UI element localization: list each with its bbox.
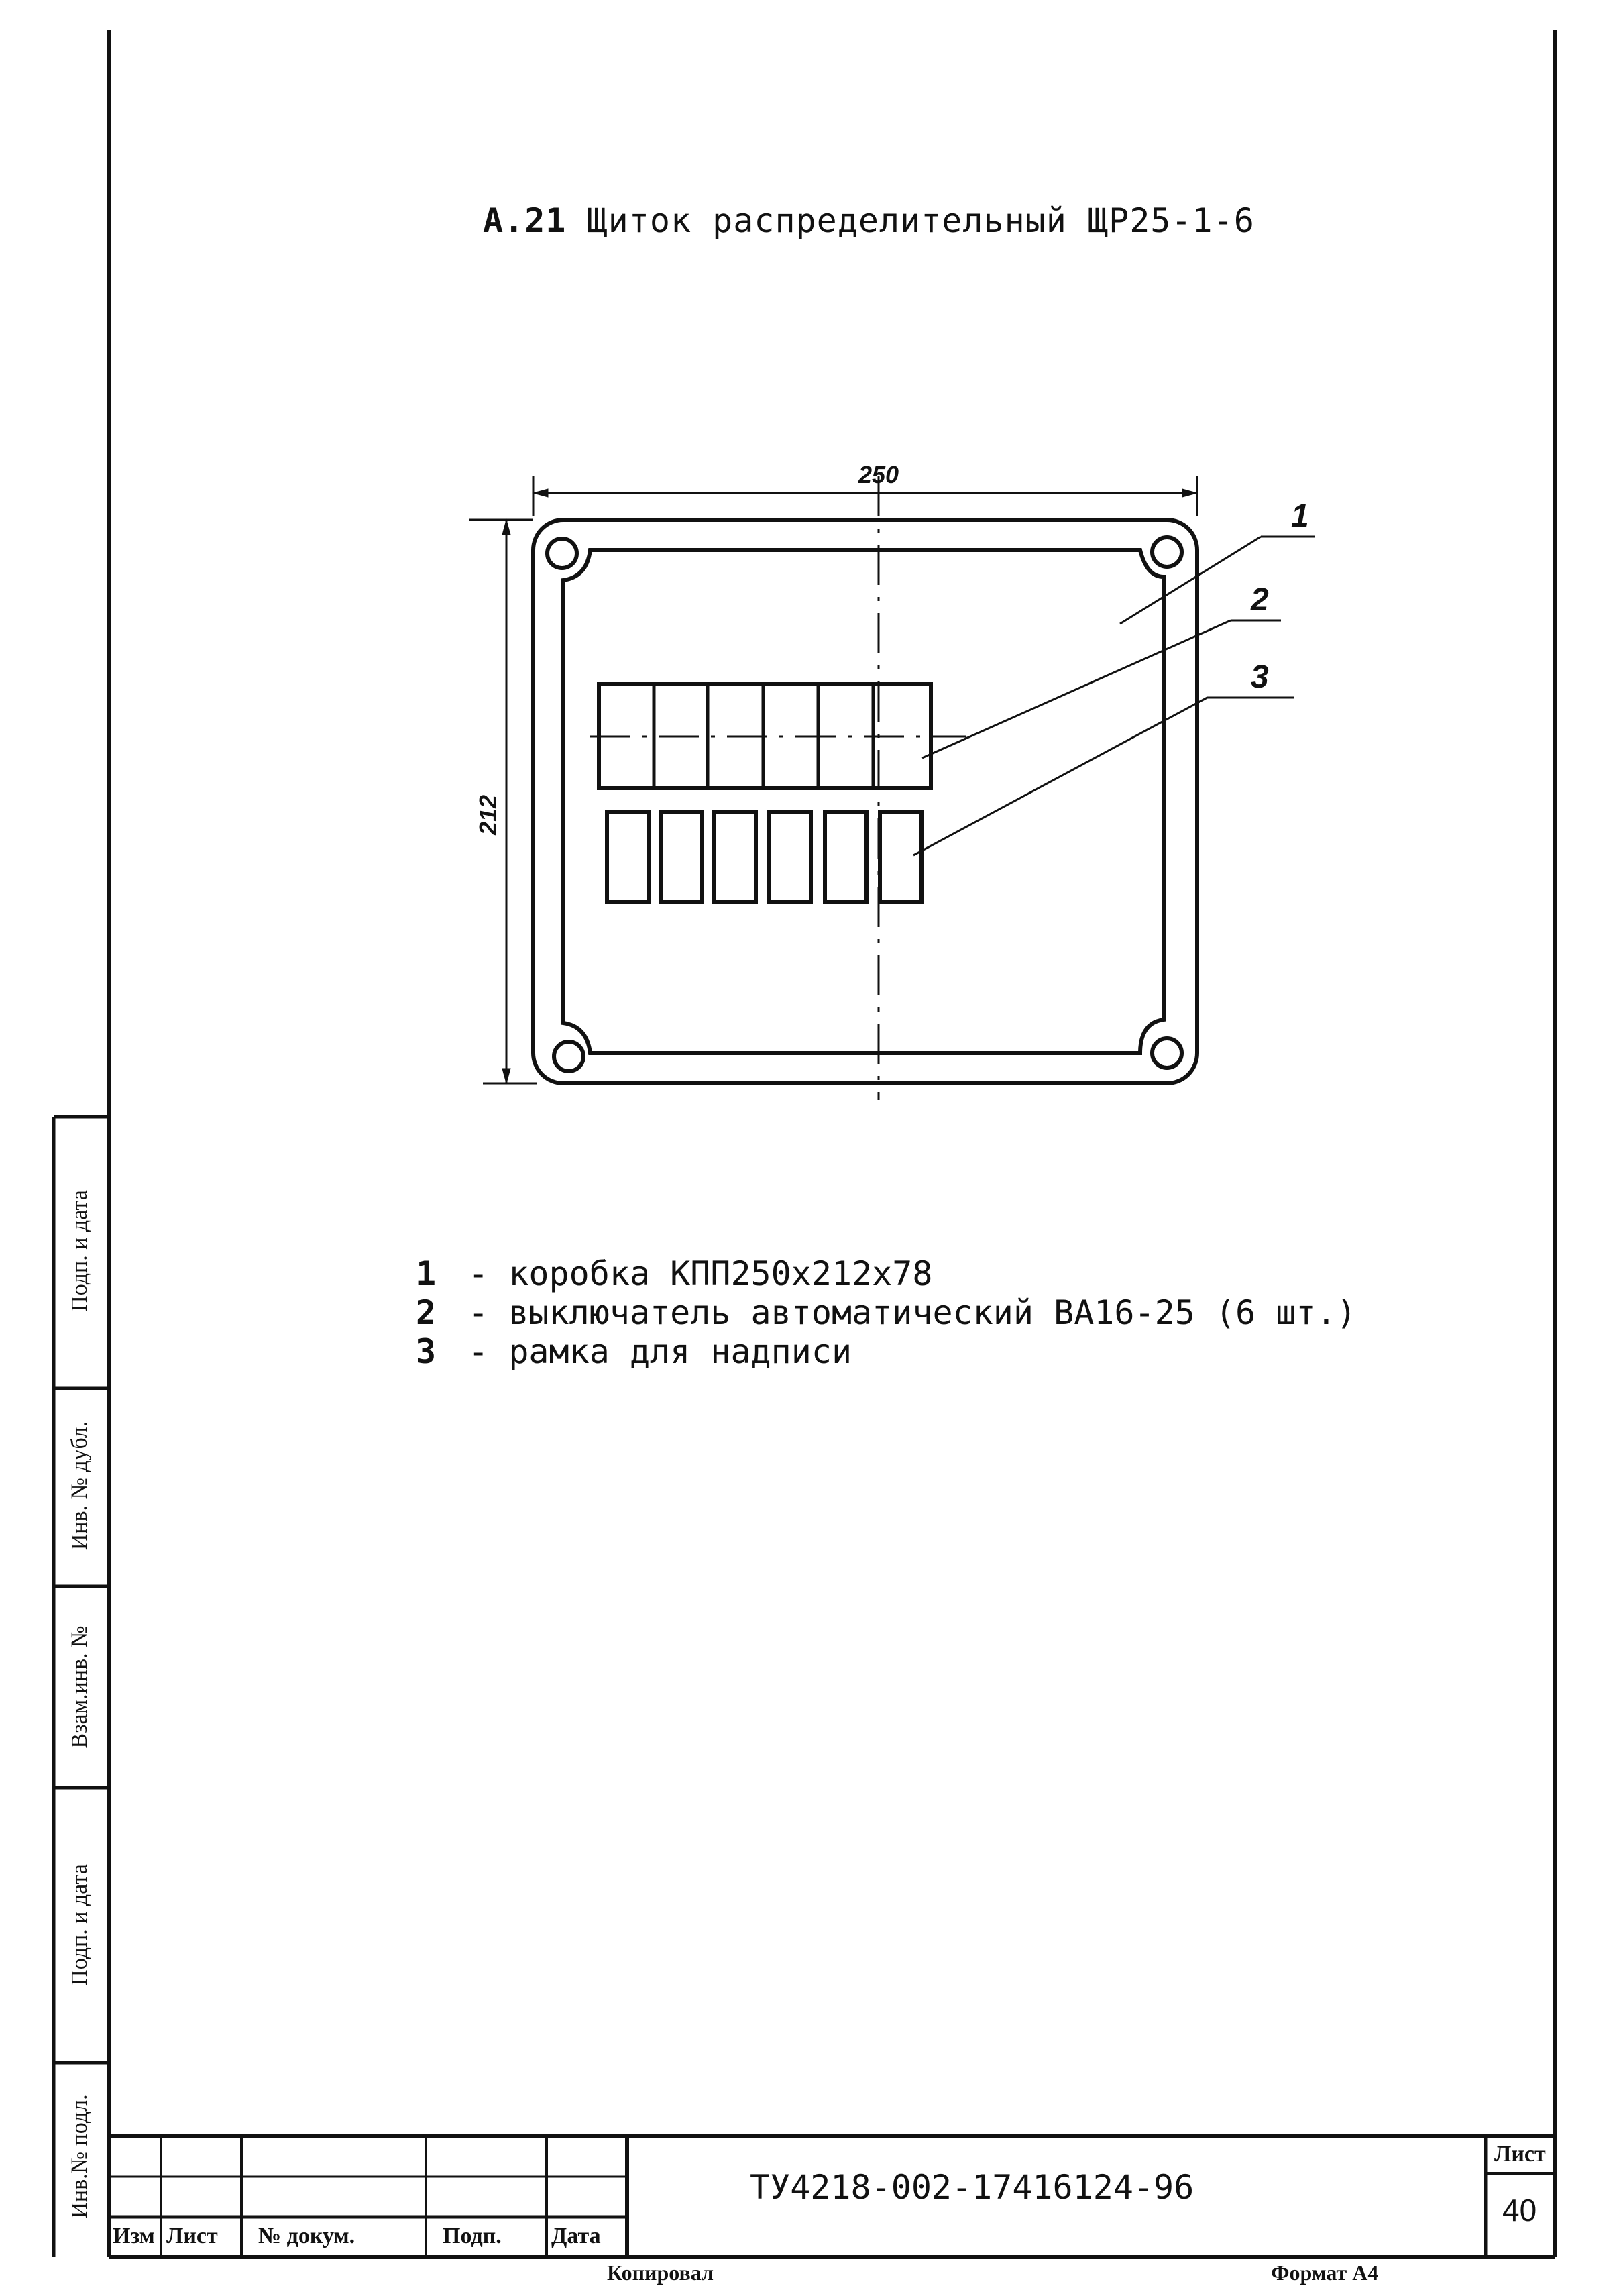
callout-1: 1 (1291, 498, 1309, 534)
mount-hole-top-left (545, 537, 579, 570)
label-frame (659, 810, 704, 904)
figure-title: А.21 Щиток распределительный ЩР25-1-6 (483, 201, 1255, 240)
label-frame (605, 810, 651, 904)
stamp-podp-data-top: Подп. и дата (67, 1190, 92, 1312)
stamp-vzam-inv: Взам.инв. № (67, 1625, 92, 1749)
enclosure-inner (561, 548, 1166, 1055)
mount-hole-top-right (1150, 535, 1184, 569)
tb-izm: Изм (113, 2224, 155, 2248)
legend-number: 1 (416, 1254, 437, 1293)
mount-hole-bottom-right (1150, 1036, 1184, 1070)
footer-copied: Копировал (607, 2260, 714, 2285)
legend-number: 2 (416, 1293, 437, 1332)
tb-list: Лист (166, 2224, 218, 2248)
label-frame (767, 810, 813, 904)
legend-number: 3 (416, 1332, 437, 1371)
enclosure-outer (531, 518, 1199, 1085)
footer-format: Формат А4 (1271, 2260, 1379, 2285)
label-frame (878, 810, 924, 904)
legend-dash: - (468, 1293, 489, 1332)
legend-dash: - (468, 1332, 489, 1371)
label-frame (712, 810, 758, 904)
label-frame (823, 810, 869, 904)
legend-text: выключатель автоматический ВА16-25 (6 шт… (508, 1293, 1357, 1332)
legend-item: 3 - рамка для надписи (416, 1332, 1357, 1371)
mount-hole-bottom-left (552, 1040, 585, 1073)
dimension-width-label: 250 (858, 461, 899, 488)
tb-data: Дата (551, 2224, 601, 2248)
legend-text: коробка КПП250х212х78 (508, 1254, 933, 1293)
legend-text: рамка для надписи (508, 1332, 852, 1371)
sheet-label: Лист (1494, 2142, 1546, 2167)
figure-number: А.21 (483, 201, 567, 240)
legend-item: 1 - коробка КПП250х212х78 (416, 1254, 1357, 1293)
legend: 1 - коробка КПП250х212х78 2 - выключател… (416, 1254, 1357, 1371)
stamp-inv-podl: Инв.№ подл. (67, 2094, 92, 2219)
callout-2: 2 (1250, 582, 1269, 618)
tb-n-dokum: № докум. (258, 2224, 355, 2248)
sheet-number: 40 (1502, 2193, 1537, 2228)
figure-title-text: Щиток распределительный ЩР25-1-6 (587, 201, 1255, 240)
dimension-height-label: 212 (474, 795, 502, 836)
callout-3: 3 (1251, 659, 1269, 695)
tb-podp: Подп. (443, 2224, 502, 2248)
document-code: ТУ4218-002-17416124-96 (750, 2168, 1194, 2207)
legend-dash: - (468, 1254, 489, 1293)
legend-item: 2 - выключатель автоматический ВА16-25 (… (416, 1293, 1357, 1332)
stamp-podp-data: Подп. и дата (67, 1864, 92, 1986)
